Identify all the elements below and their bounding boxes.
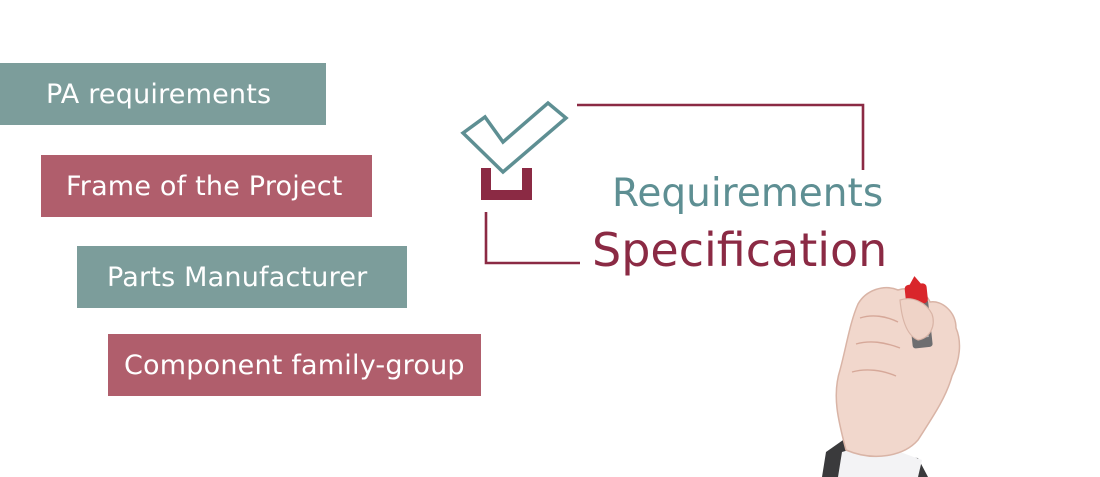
specification-frame	[484, 103, 865, 265]
checkbox-check-icon	[460, 100, 569, 200]
frame-top-line	[577, 103, 865, 170]
tag-pa-requirements: PA requirements	[0, 63, 326, 125]
thumb	[899, 298, 934, 341]
marker-tip	[908, 276, 923, 287]
finger-crease-1	[859, 315, 899, 323]
check-mark	[460, 100, 569, 175]
finger-crease-2	[855, 341, 901, 349]
check-box-cup	[481, 168, 532, 200]
tag-component-family-group: Component family-group	[108, 334, 481, 396]
frame-bottom-line	[484, 212, 580, 265]
tag-frame-of-the-project: Frame of the Project	[41, 155, 372, 217]
specification-word: Specification	[592, 223, 887, 277]
tag-parts-manufacturer: Parts Manufacturer	[77, 246, 407, 308]
finger-crease-3	[851, 369, 897, 377]
hand-holding-marker-icon	[822, 276, 961, 477]
requirements-word: Requirements	[612, 171, 883, 216]
